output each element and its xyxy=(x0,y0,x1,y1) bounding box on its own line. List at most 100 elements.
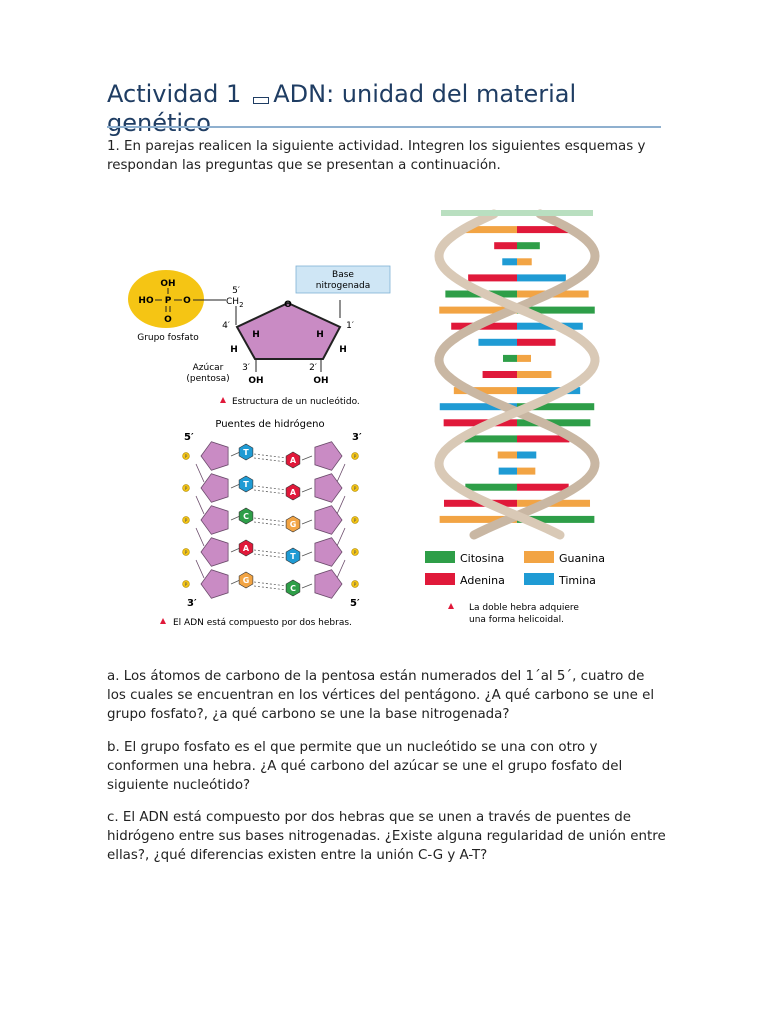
question-b: b. El grupo fosfato es el que permite qu… xyxy=(107,740,623,793)
helix-base-pair-right xyxy=(517,306,595,314)
sugar-left xyxy=(200,441,229,471)
base-left xyxy=(238,571,254,589)
legend-swatch-guanina xyxy=(524,551,554,563)
strand-left-5prime: 5′ xyxy=(184,432,194,443)
hydrogen-label: H xyxy=(316,330,324,340)
base-label-line2: nitrogenada xyxy=(316,281,370,291)
backbone-link xyxy=(336,527,346,547)
sugar-right xyxy=(314,441,343,471)
caption-triangle-icon xyxy=(220,397,226,403)
phosphate-letter: P xyxy=(185,454,188,460)
base-letter-left: A xyxy=(243,544,250,553)
phosphate-dot-right xyxy=(351,548,359,556)
bond xyxy=(301,551,313,557)
base-left xyxy=(238,475,254,493)
nucleotide-caption: Estructura de un nucleótido. xyxy=(232,396,360,407)
strand-left-3prime: 3′ xyxy=(187,598,197,609)
phosphate-dot-right xyxy=(351,580,359,588)
helix-base-pair-right xyxy=(517,226,573,234)
bond xyxy=(230,515,241,521)
base-letter-left: C xyxy=(243,512,249,521)
caption-triangle-icon xyxy=(448,603,454,609)
hydrogen-bond xyxy=(253,489,288,495)
helix-base-pair-right xyxy=(517,451,537,459)
legend-label-citosina: Citosina xyxy=(460,552,504,565)
phosphate-blob xyxy=(128,270,204,328)
hydrogen-bond xyxy=(253,453,288,459)
helix-base-pair-left xyxy=(461,226,517,234)
helix-base-pair-left xyxy=(502,258,517,266)
sugar-left xyxy=(200,505,229,535)
carbon-3-label: 3′ xyxy=(242,363,250,373)
base-letter-right: A xyxy=(290,488,297,497)
base-right xyxy=(285,451,301,469)
title-marker-icon xyxy=(253,97,270,105)
legend-label-guanina: Guanina xyxy=(559,552,605,565)
sugar-right xyxy=(314,569,343,599)
phosphate-o-right: O xyxy=(183,296,191,306)
helix-base-pair-right xyxy=(517,435,570,443)
strands-caption: El ADN está compuesto por dos hebras. xyxy=(173,618,352,628)
base-right xyxy=(285,515,301,533)
base-left xyxy=(238,443,254,461)
legend-swatch-timina xyxy=(524,573,554,585)
helix-base-pair-right xyxy=(517,403,595,411)
phosphate-letter: P xyxy=(185,550,188,556)
bond xyxy=(301,455,313,461)
base-label-line1: Base xyxy=(332,270,354,280)
helix-base-pair-right xyxy=(517,274,566,282)
sugar-label-line2: (pentosa) xyxy=(186,374,229,384)
helix-base-pair-left xyxy=(503,354,517,362)
helix-legend: Citosina Guanina Adenina Timina La doble… xyxy=(425,551,605,625)
backbone-link xyxy=(336,559,346,579)
helix-base-pair-left xyxy=(482,371,517,378)
base-left xyxy=(238,539,254,557)
sugar-right xyxy=(314,505,343,535)
sugar-left xyxy=(200,569,229,599)
ch2-label: CH2 xyxy=(226,297,244,309)
nucleotide-diagram: OH HO P O O Grupo fosfato 5′ CH2 O 4′ 1′… xyxy=(128,265,391,407)
phosphate-p: P xyxy=(165,296,172,306)
helix-backbone-strand-1 xyxy=(434,209,600,540)
hydrogen-bond xyxy=(253,585,288,591)
bond xyxy=(301,487,313,493)
helix-caption-line2: una forma helicoidal. xyxy=(469,615,564,625)
backbone-link xyxy=(336,495,346,515)
hydrogen-bond xyxy=(253,485,288,491)
base-right xyxy=(285,547,301,565)
base-label-box xyxy=(295,265,391,294)
phosphate-dot-right xyxy=(351,484,359,492)
phosphate-letter: P xyxy=(354,486,357,492)
carbon-2-label: 2′ xyxy=(309,363,317,373)
phosphate-o-bottom: O xyxy=(164,315,172,325)
hydrogen-bond xyxy=(253,553,288,559)
hydrogen-bond xyxy=(253,549,288,555)
sugar-right xyxy=(314,537,343,567)
sugar-left xyxy=(200,537,229,567)
carbon-1-label: 1′ xyxy=(346,321,354,331)
hydrogen-bond xyxy=(253,517,288,523)
helix-base-pair-right xyxy=(517,419,591,427)
question-c: c. El ADN está compuesto por dos hebras … xyxy=(107,810,666,863)
bond xyxy=(301,583,313,589)
helix-base-pair-left xyxy=(498,467,517,475)
phosphate-letter: P xyxy=(354,454,357,460)
backbone-link xyxy=(336,463,346,483)
base-letter-right: T xyxy=(290,552,296,561)
strands-title: Puentes de hidrógeno xyxy=(215,418,324,430)
caption-triangle-icon xyxy=(160,618,166,624)
helix-base-pair-right xyxy=(517,515,595,523)
bond xyxy=(230,579,241,585)
phosphate-letter: P xyxy=(185,582,188,588)
hydroxyl-label: OH xyxy=(313,376,328,386)
hydrogen-bond xyxy=(253,581,288,587)
phosphate-letter: P xyxy=(354,518,357,524)
hydrogen-label: H xyxy=(230,345,238,355)
legend-swatch-citosina xyxy=(425,551,455,563)
hydrogen-bond xyxy=(253,457,288,463)
helix-base-pair-left xyxy=(464,435,517,443)
phosphate-letter: P xyxy=(354,582,357,588)
phosphate-letter: P xyxy=(185,518,188,524)
